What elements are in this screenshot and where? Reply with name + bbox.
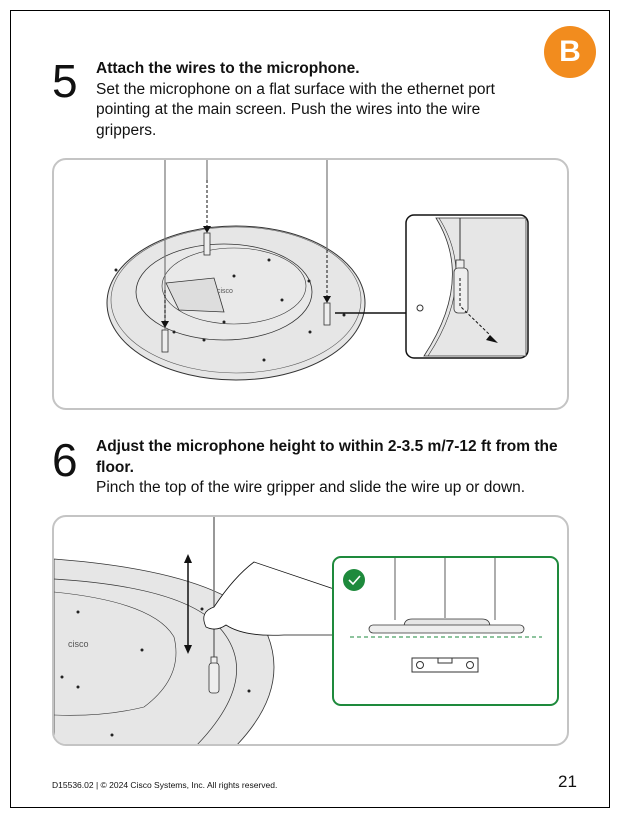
step-6-body: Pinch the top of the wire gripper and sl…: [96, 479, 526, 496]
figure-adjust-height: cisco: [52, 515, 569, 746]
page-number: 21: [558, 772, 577, 791]
page-border: [10, 10, 610, 808]
checkmark-icon: [343, 569, 365, 591]
footer-copyright: D15536.02 | © 2024 Cisco Systems, Inc. A…: [52, 780, 278, 790]
step-6-text: Adjust the microphone height to within 2…: [96, 437, 576, 499]
height-adjust-illustration: cisco: [54, 517, 559, 744]
cisco-logo: cisco: [217, 288, 233, 295]
microphone-illustration: cisco: [106, 160, 529, 381]
section-badge: B: [544, 26, 596, 78]
step-5-text: Attach the wires to the microphone. Set …: [96, 59, 576, 141]
svg-text:cisco: cisco: [68, 639, 89, 649]
step-6-number: 6: [52, 434, 78, 486]
step-5-body: Set the microphone on a flat surface wit…: [96, 80, 495, 139]
figure-attach-wires: cisco: [52, 158, 569, 410]
step-5-title: Attach the wires to the microphone.: [96, 60, 360, 77]
step-5-number: 5: [52, 55, 78, 107]
step-6-title: Adjust the microphone height to within 2…: [96, 438, 558, 476]
